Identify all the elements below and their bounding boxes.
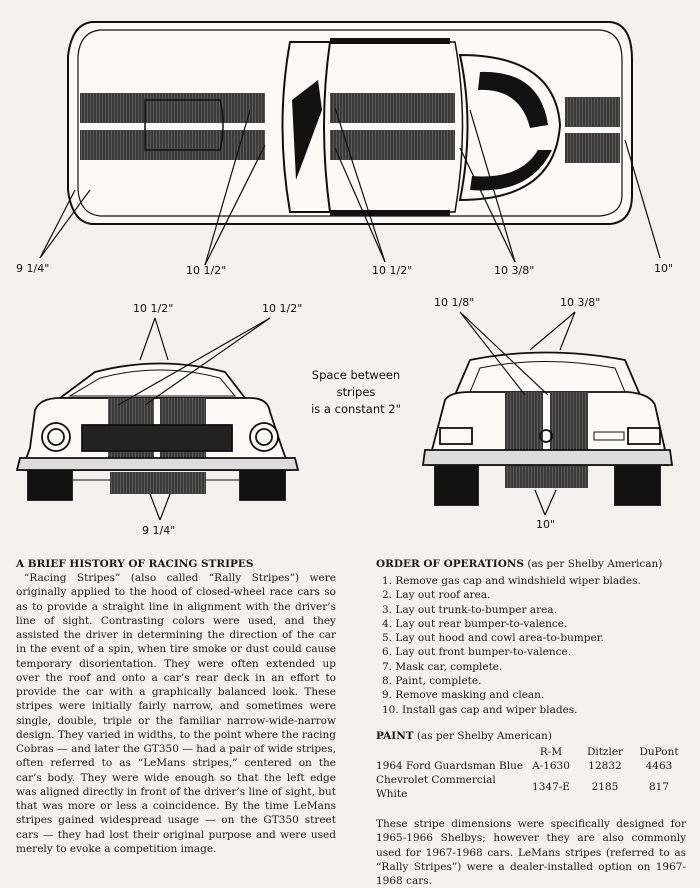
list-item: 9. Remove masking and clean.	[382, 689, 545, 702]
table-header-cell	[376, 745, 524, 759]
callout-rear-lower: 10"	[536, 518, 556, 531]
history-heading: A BRIEF HISTORY OF RACING STRIPES	[16, 558, 254, 570]
paint-heading-title: PAINT	[376, 729, 414, 742]
table-row: Chevrolet Commercial White 1347-E 2185 8…	[376, 773, 686, 801]
closing-paragraph: These stripe dimensions were specificall…	[376, 817, 686, 888]
callout-top-hood: 10 1/2"	[186, 264, 227, 277]
list-item: 4. Lay out rear bumper-to-valence.	[382, 617, 568, 630]
spacing-note-line: stripes	[336, 385, 376, 399]
callout-front-upper-right: 10 1/2"	[262, 302, 303, 315]
table-cell: A-1630	[532, 759, 570, 772]
callout-front-lower: 9 1/4"	[142, 524, 176, 537]
table-cell: 4463	[645, 759, 673, 772]
callout-rear-upper-right: 10 3/8"	[560, 296, 601, 309]
callout-top-roof: 10 1/2"	[372, 264, 413, 277]
table-header-cell: DuPont	[639, 745, 679, 758]
spacing-note: Space between stripes is a constant 2"	[296, 367, 416, 418]
table-row: 1964 Ford Guardsman Blue A-1630 12832 44…	[376, 759, 686, 773]
list-item: 10. Install gas cap and wiper blades.	[382, 703, 578, 716]
table-cell: 12832	[588, 759, 622, 772]
table-cell: 1347-E	[532, 780, 570, 793]
table-cell: 1964 Ford Guardsman Blue	[376, 759, 524, 772]
table-header-row: R-M Ditzler DuPont	[376, 745, 686, 759]
paint-section: PAINT (as per Shelby American) R-M Ditzl…	[376, 729, 686, 801]
spacing-note-line: is a constant 2"	[311, 402, 401, 416]
table-cell: 817	[648, 780, 670, 793]
list-item: 6. Lay out front bumper-to-valence.	[382, 646, 572, 659]
list-item: 7. Mask car, complete.	[382, 660, 503, 673]
callout-top-trunk: 10 3/8"	[494, 264, 535, 277]
instructions-section: ORDER OF OPERATIONS (as per Shelby Ameri…	[376, 557, 686, 888]
list-item: 1. Remove gas cap and windshield wiper b…	[382, 575, 641, 587]
list-item: 8. Paint, complete.	[382, 675, 482, 688]
table-cell: Chevrolet Commercial White	[376, 773, 496, 800]
operations-heading-sub: (as per Shelby American)	[524, 558, 663, 570]
callout-top-hood-front: 9 1/4"	[16, 262, 50, 275]
table-header-cell: R-M	[539, 745, 563, 758]
history-section: A BRIEF HISTORY OF RACING STRIPES “Racin…	[16, 557, 336, 856]
car-illustrations	[15, 21, 674, 521]
list-item: 2. Lay out roof area.	[382, 589, 491, 602]
paint-heading-sub: (as per Shelby American)	[413, 729, 552, 742]
paint-table: R-M Ditzler DuPont 1964 Ford Guardsman B…	[376, 745, 686, 801]
paint-heading: PAINT (as per Shelby American)	[376, 729, 686, 743]
table-header-cell: Ditzler	[586, 745, 624, 758]
operations-heading: ORDER OF OPERATIONS (as per Shelby Ameri…	[376, 557, 686, 571]
car-top-view	[67, 21, 633, 225]
callout-top-rear: 10"	[654, 262, 674, 275]
callout-rear-upper-left: 10 1/8"	[434, 296, 475, 309]
car-front-view	[15, 362, 300, 501]
car-rear-view	[421, 351, 674, 506]
operations-heading-title: ORDER OF OPERATIONS	[376, 558, 525, 570]
list-item: 3. Lay out trunk-to-bumper area.	[382, 603, 557, 616]
spacing-note-line: Space between	[311, 368, 401, 382]
table-cell: 2185	[591, 780, 619, 793]
operations-list: 1. Remove gas cap and windshield wiper b…	[376, 574, 686, 717]
callout-front-upper-left: 10 1/2"	[133, 302, 174, 315]
list-item: 5. Lay out hood and cowl area-to-bumper.	[382, 632, 604, 645]
history-body: “Racing Stripes” (also called “Rally Str…	[16, 572, 336, 855]
